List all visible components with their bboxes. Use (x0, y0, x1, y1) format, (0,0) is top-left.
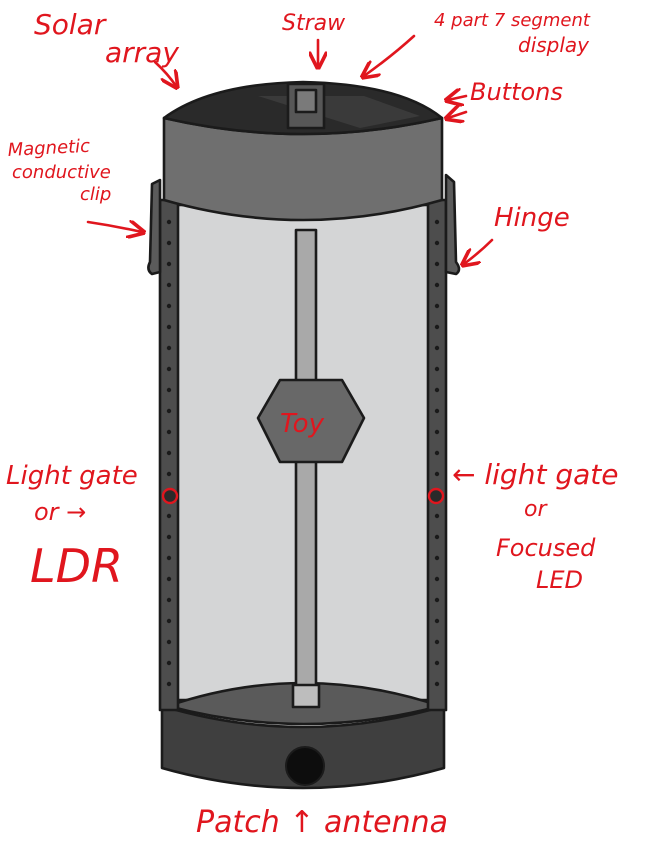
frame-hole (166, 282, 172, 288)
frame-hole (166, 387, 172, 393)
frame-hole (434, 366, 440, 372)
arrow-display (364, 34, 416, 76)
rod-tip (291, 683, 321, 709)
frame-hole (166, 303, 172, 309)
seven-segment-display (286, 82, 326, 130)
frame-hole (434, 660, 440, 666)
frame-hole (434, 282, 440, 288)
frame-hole (434, 387, 440, 393)
frame-hole (434, 618, 440, 624)
frame-hole (166, 450, 172, 456)
frame-hole (166, 408, 172, 414)
arrow-buttons (448, 96, 468, 100)
frame-hole (434, 639, 440, 645)
patch-antenna-icon (285, 746, 325, 786)
frame-hole (434, 576, 440, 582)
frame-hole (166, 534, 172, 540)
central-rod (294, 228, 318, 702)
frame-hole (434, 597, 440, 603)
frame-hole (434, 429, 440, 435)
arrow-solar (153, 60, 176, 86)
left-frame-holes (166, 219, 172, 687)
label-right-gate-line3: Focused (496, 534, 596, 562)
label-right-gate-line4: LED (536, 566, 583, 594)
frame-hole (166, 639, 172, 645)
label-clip-line2: conductive (12, 162, 111, 183)
frame-hole (434, 471, 440, 477)
frame-hole (166, 345, 172, 351)
label-clip-line1: Magnetic (7, 136, 91, 161)
label-solar-line2: array (105, 36, 179, 69)
frame-hole (434, 303, 440, 309)
frame-hole (166, 681, 172, 687)
label-straw: Straw (282, 11, 346, 36)
arrow-clip (86, 222, 142, 232)
frame-hole (166, 513, 172, 519)
magnetic-clip[interactable] (147, 178, 162, 276)
frame-hole (166, 618, 172, 624)
straw-opening[interactable] (294, 88, 318, 114)
label-buttons: Buttons (470, 78, 563, 106)
frame-hole (166, 240, 172, 246)
frame-hole (434, 324, 440, 330)
toy-hexagon (256, 378, 366, 464)
label-left-gate-line3: LDR (30, 539, 123, 593)
frame-hole (166, 261, 172, 267)
frame-hole (434, 681, 440, 687)
frame-hole (166, 660, 172, 666)
label-solar-line1: Solar (34, 8, 107, 41)
label-right-gate-line1: ← light gate (452, 458, 618, 491)
frame-hole (434, 534, 440, 540)
label-display-line2: display (518, 33, 590, 57)
frame-hole (166, 597, 172, 603)
label-antenna: Patch ↑ antenna (196, 805, 448, 840)
right-frame-holes (434, 219, 440, 687)
arrow-buttons-2 (448, 112, 468, 118)
frame-hole (434, 408, 440, 414)
annotations: Solar array Straw 4 part 7 segment displ… (6, 8, 618, 840)
frame-hole (434, 555, 440, 561)
frame-hole (166, 555, 172, 561)
frame-hole (434, 240, 440, 246)
label-left-gate-line2: or → (34, 498, 86, 526)
frame-hole (434, 219, 440, 225)
frame-hole (166, 576, 172, 582)
label-clip-line3: clip (80, 184, 111, 205)
frame-hole (166, 429, 172, 435)
frame-hole (166, 219, 172, 225)
label-toy: Toy (280, 409, 325, 439)
label-display-line1: 4 part 7 segment (434, 10, 591, 31)
frame-hole (434, 345, 440, 351)
frame-hole (166, 366, 172, 372)
frame-hole (434, 513, 440, 519)
right-light-gate-marker (427, 487, 445, 505)
left-light-gate-marker (161, 487, 179, 505)
frame-hole (434, 450, 440, 456)
frame-hole (166, 471, 172, 477)
label-hinge: Hinge (494, 203, 570, 233)
label-right-gate-line2: or (524, 497, 548, 522)
canister-device (147, 80, 461, 790)
frame-hole (166, 324, 172, 330)
hinge[interactable] (444, 173, 461, 276)
frame-hole (434, 261, 440, 267)
label-left-gate-line1: Light gate (6, 461, 138, 491)
arrow-hinge (464, 238, 494, 264)
